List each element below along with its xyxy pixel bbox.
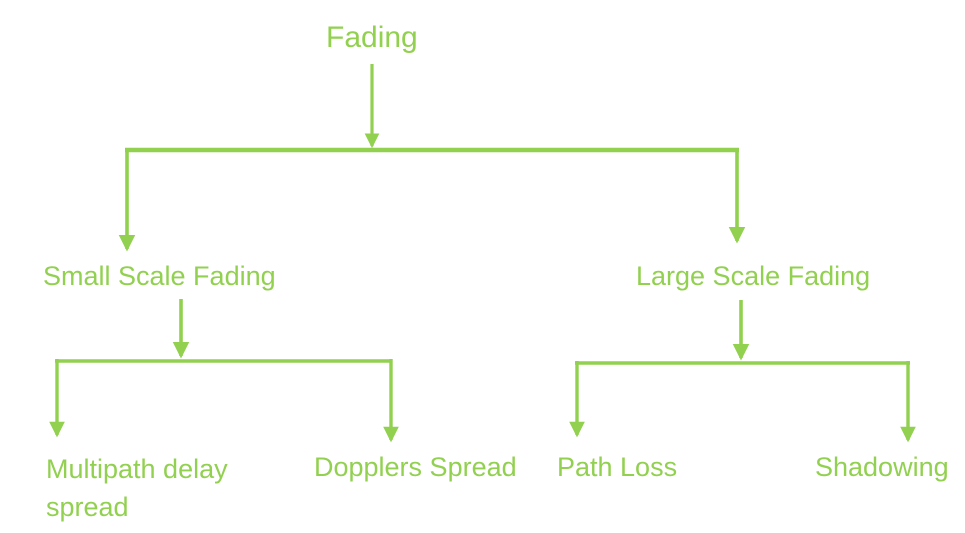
node-label-path-loss: Path Loss xyxy=(557,452,678,482)
node-label-large-scale-fading: Large Scale Fading xyxy=(636,261,871,291)
node-label-shadowing: Shadowing xyxy=(815,452,949,482)
node-label-fading: Fading xyxy=(326,21,418,54)
node-label-multipath-delay-spread: Multipath delay spread xyxy=(46,454,228,522)
node-label-dopplers-spread: Dopplers Spread xyxy=(314,452,517,482)
node-label-small-scale-fading: Small Scale Fading xyxy=(43,261,276,291)
